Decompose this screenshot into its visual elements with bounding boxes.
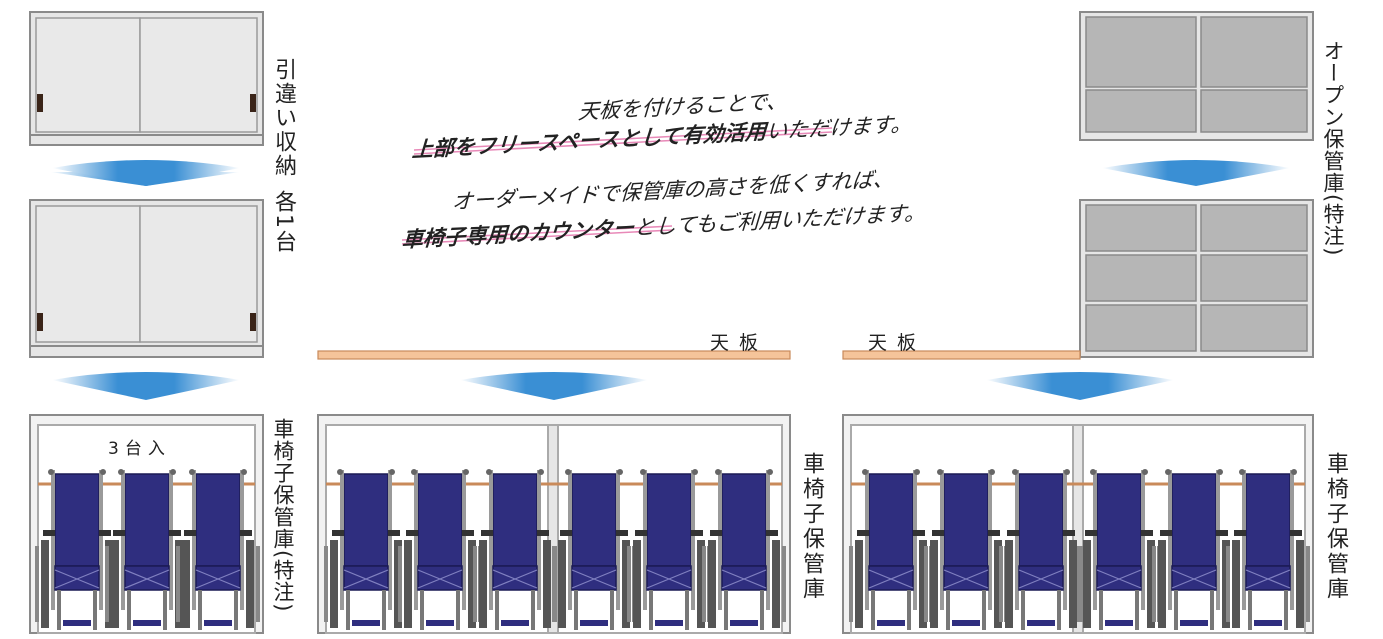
top-board-right [842,350,1081,360]
top-board-center [317,350,791,360]
sliding-cabinet-top [29,11,264,146]
open-cabinet-top [1079,11,1314,141]
label-sliding-storage: 引違い収納 [271,58,296,178]
label-open-cabinet: オープン保管庫(特注) [1321,40,1345,257]
label-wheelchair-cabinet-right: 車椅子保管庫 [1323,452,1348,602]
label-top-board-center: 天板 [710,332,769,354]
arrow-down-5 [986,372,1174,400]
label-top-board-right: 天板 [868,332,927,354]
arrow-down-4 [460,372,648,400]
label-capacity: 3台入 [108,439,171,459]
highlight-underline-1 [413,127,833,155]
arrow-down-3 [1102,160,1290,186]
label-wheelchair-cabinet-center: 車椅子保管庫 [799,452,824,602]
label-wheelchair-cabinet-special: 車椅子保管庫(特注) [271,418,295,613]
label-each-one: 各1台 [271,190,296,254]
open-cabinet-bottom [1079,199,1314,358]
arrow-down-2 [52,372,240,400]
highlight-underline-2 [401,225,673,245]
sliding-cabinet-bottom [29,199,264,358]
message-line-2-rest: いただけます。 [765,111,913,144]
arrow-down-1 [52,160,240,186]
